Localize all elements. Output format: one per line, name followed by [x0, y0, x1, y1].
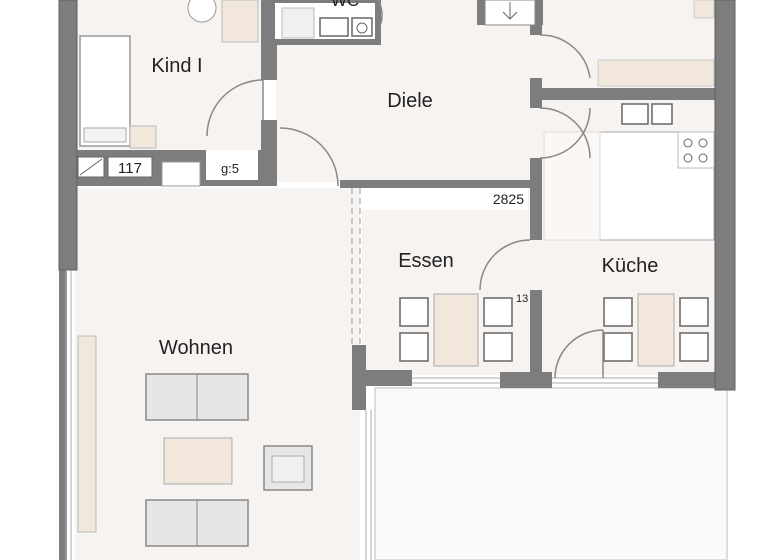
burner-2 — [698, 138, 708, 148]
kitchen-sink — [621, 103, 649, 125]
wc-toilet — [351, 17, 373, 37]
floor-terrace — [374, 387, 728, 560]
burner-1 — [683, 138, 693, 148]
kitchen-cooktop-area — [677, 131, 715, 169]
window-mark: 13 — [516, 293, 528, 305]
burner-4 — [698, 153, 708, 163]
dining-chair — [483, 332, 513, 362]
kitchen-tiles — [543, 131, 601, 241]
wall-outlines — [58, 0, 736, 391]
kitchen-chair — [603, 297, 633, 327]
meter-label-box — [107, 156, 153, 178]
wardrobe — [221, 0, 259, 43]
wc-tiles — [281, 7, 315, 39]
room-label-wohnen: Wohnen — [159, 337, 233, 359]
door-swings — [206, 0, 604, 379]
code-box — [206, 150, 258, 180]
meter-diagonal — [79, 158, 103, 176]
kitchen-table — [637, 293, 675, 367]
room-label-essen: Essen — [398, 250, 454, 272]
meter-label: 117 — [118, 160, 142, 177]
bed-pillow — [83, 127, 127, 143]
wc-label: WC — [331, 0, 359, 10]
kitchen-sink-bowl — [651, 103, 673, 125]
burner-3 — [683, 153, 693, 163]
beam-label: 2825 — [493, 191, 524, 207]
dining-table — [433, 293, 479, 367]
room-label-diele: Diele — [387, 90, 433, 112]
beam-box — [362, 188, 528, 210]
kind-code-label: g:5 — [221, 161, 239, 176]
chair-circle — [187, 0, 217, 23]
room-label-kind: Kind I — [151, 55, 202, 77]
kitchen-chair — [603, 332, 633, 362]
dining-chair — [483, 297, 513, 327]
sideboard — [77, 335, 97, 533]
wc-sink — [319, 17, 349, 37]
coffee-table — [163, 437, 233, 485]
bedroom-shelf — [693, 0, 715, 19]
toilet-bowl — [356, 22, 368, 34]
room-label-kueche: Küche — [602, 255, 659, 277]
kitchen-chair — [679, 297, 709, 327]
kitchen-chair — [679, 332, 709, 362]
dining-chair — [399, 332, 429, 362]
armchair-seat — [271, 455, 305, 483]
nightstand — [129, 125, 157, 149]
bedroom-wardrobe — [597, 59, 715, 87]
shaft — [161, 161, 201, 187]
stair-arrow-head — [502, 11, 518, 20]
dining-chair — [399, 297, 429, 327]
